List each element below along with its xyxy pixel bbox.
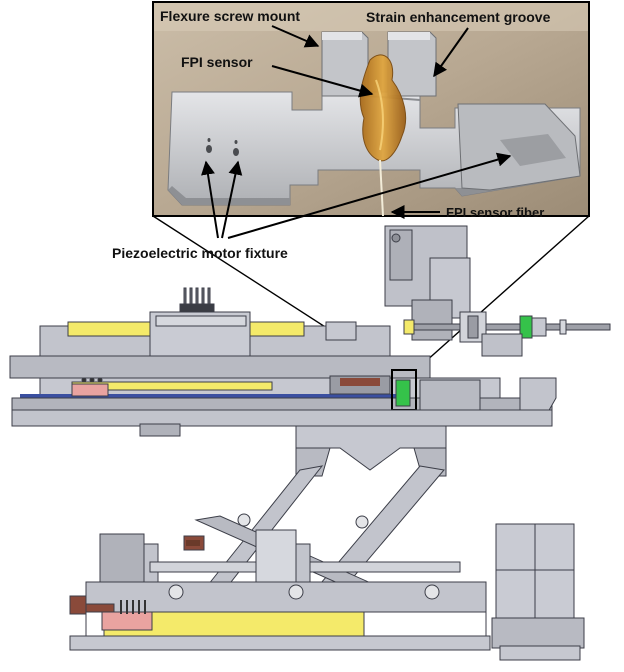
screw-holes	[206, 138, 239, 156]
right-bracket	[519, 377, 557, 413]
arrow-motor-fixture-right	[227, 152, 512, 239]
cad-model	[9, 225, 611, 661]
blue-rail	[20, 394, 400, 399]
arrow-strain-groove	[433, 27, 469, 78]
label-flexure-screw-mount: Flexure screw mount	[160, 8, 300, 24]
arrow-fpi-sensor	[271, 65, 374, 98]
callout-line-right	[415, 215, 590, 371]
label-strain-enhancement-groove: Strain enhancement groove	[366, 9, 551, 25]
green-sensor-block	[395, 379, 411, 407]
arrow-motor-fixture-left-1	[201, 160, 219, 239]
flexure-screw-mount	[321, 31, 437, 97]
middle-rail	[9, 355, 431, 379]
sensor-photo-inset	[152, 1, 590, 239]
drive-shaft	[409, 323, 611, 331]
top-connector	[179, 287, 215, 313]
arrow-motor-fixture-left-2	[221, 160, 243, 239]
lower-base	[85, 581, 487, 613]
pink-connector-upper	[71, 383, 109, 397]
label-piezoelectric-motor-fixture: Piezoelectric motor fixture	[112, 245, 288, 261]
label-fpi-sensor: FPI sensor	[181, 54, 253, 70]
arrow-flexure-screw-mount	[271, 25, 320, 48]
lower-connector	[101, 600, 153, 631]
fpi-sensor-fiber	[379, 159, 384, 217]
label-fpi-sensor-fiber: FPI sensor fiber	[446, 205, 544, 220]
